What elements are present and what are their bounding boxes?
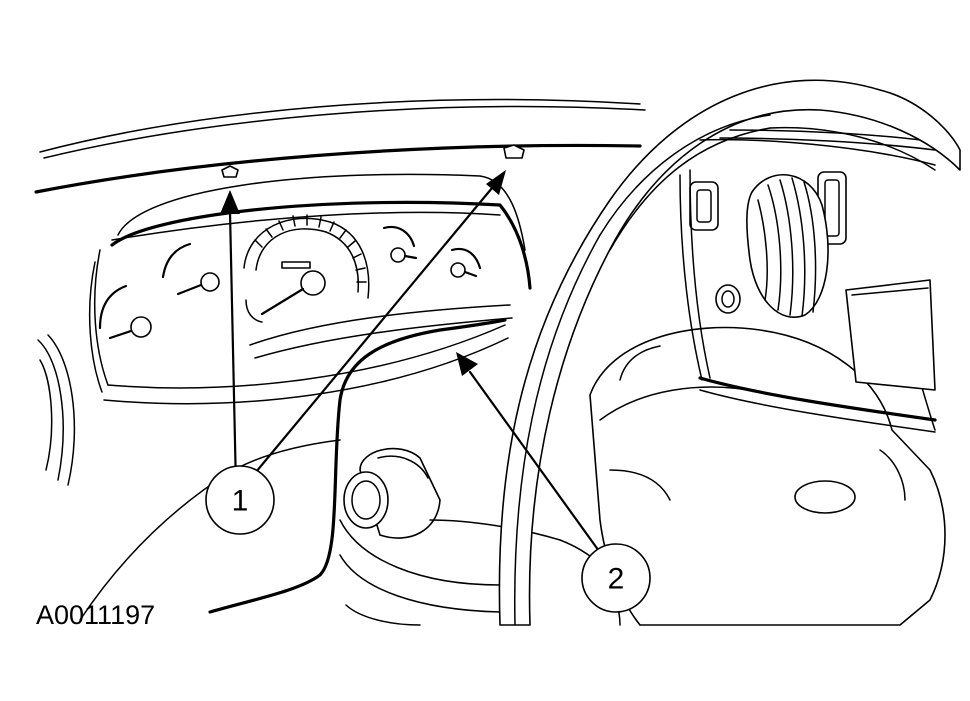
cluster-clip-left xyxy=(221,165,239,178)
right-gauge-upper xyxy=(382,225,418,263)
arrow-head xyxy=(220,190,240,214)
right-gauge-lower xyxy=(450,247,482,278)
speedometer-tick-marks xyxy=(254,214,367,283)
ignition-switch xyxy=(343,447,441,539)
upper-left-gauge xyxy=(161,242,220,296)
steering-wheel xyxy=(498,79,961,626)
radio-panel xyxy=(845,279,936,391)
left-switch xyxy=(689,181,719,231)
center-stack xyxy=(679,138,937,433)
arrow-head xyxy=(486,170,506,195)
callout-1-label: 1 xyxy=(232,485,249,518)
control-knob xyxy=(715,284,741,314)
callout-2-label: 2 xyxy=(608,563,625,596)
speedometer xyxy=(243,214,370,323)
callout-2: 2 xyxy=(581,543,651,613)
callout-2-leader xyxy=(456,352,606,560)
callout-1-leaders xyxy=(220,170,506,490)
arrow-head xyxy=(456,352,478,376)
left-air-vent xyxy=(37,334,76,486)
left-gauge xyxy=(98,284,152,340)
figure-reference-code: A0011197 xyxy=(36,600,155,630)
horn-emblem xyxy=(794,480,856,514)
instrument-cluster xyxy=(88,144,532,405)
callout-1: 1 xyxy=(205,465,275,535)
center-vent xyxy=(746,174,829,318)
cluster-clip-right xyxy=(503,144,525,159)
